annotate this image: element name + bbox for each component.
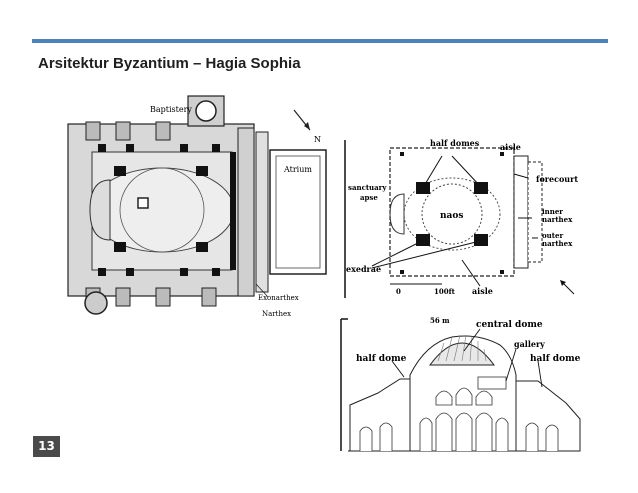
half-domes-label: half domes xyxy=(430,138,480,148)
apse-label: apse xyxy=(360,193,378,202)
half-dome-left-label: half dome xyxy=(356,354,407,364)
naos-label: naos xyxy=(440,211,463,221)
aisle-top-label: aisle xyxy=(500,142,521,152)
gallery-label: gallery xyxy=(514,339,545,349)
exonarthex-label: Exonarthex xyxy=(258,294,299,302)
exedrae-label: exedrae xyxy=(346,264,381,274)
scale-zero-label: 0 xyxy=(396,287,401,296)
slide-number: 13 xyxy=(33,436,60,457)
outer-narthex-label: narthex xyxy=(542,239,573,248)
slide-title: Arsitektur Byzantium – Hagia Sophia xyxy=(38,55,301,72)
half-dome-right-label: half dome xyxy=(530,354,581,364)
atrium-label: Atrium xyxy=(283,165,312,174)
forecourt-label: forecourt xyxy=(536,174,578,184)
outer-label: outer xyxy=(542,231,563,240)
sanctuary-label: sanctuary xyxy=(348,183,387,192)
aisle-bottom-label: aisle xyxy=(472,286,493,296)
height-label: 56 m xyxy=(430,316,450,325)
scale-length-label: 100ft xyxy=(434,287,456,296)
schematic-plan-image: half domes aisle sanctuary apse naos for… xyxy=(344,138,578,298)
inner-narthex-label: narthex xyxy=(542,215,573,224)
baptistery-label: Baptistery xyxy=(150,105,192,114)
title-rule xyxy=(32,39,608,43)
central-dome-label: central dome xyxy=(476,320,543,330)
north-label: N xyxy=(314,135,321,144)
section-drawing-image: 56 m central dome half dome gallery half… xyxy=(340,316,581,452)
narthex-label: Narthex xyxy=(262,310,291,318)
inner-label: inner xyxy=(542,207,563,216)
floor-plan-image: N Baptistery Atrium Exonarthex Narthex xyxy=(62,88,332,320)
